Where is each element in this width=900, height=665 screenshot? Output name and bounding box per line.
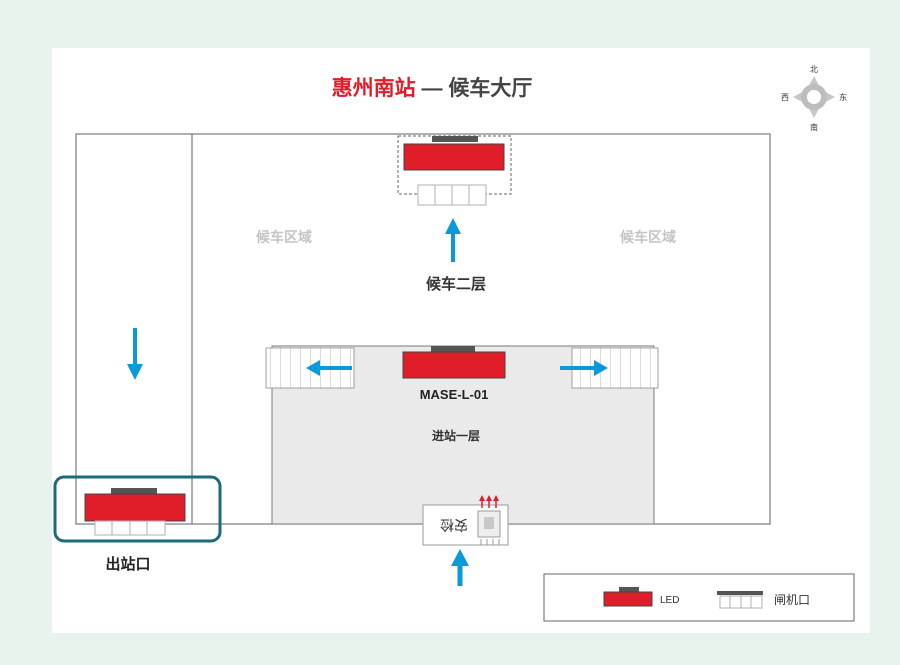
compass-south: 南 bbox=[810, 122, 818, 132]
legend-gate-icon bbox=[717, 591, 763, 609]
exit-label: 出站口 bbox=[105, 555, 150, 573]
security-label: 安检 bbox=[440, 517, 468, 533]
arrow-right-icon bbox=[560, 360, 608, 376]
title-station: 惠州南站 bbox=[332, 76, 416, 100]
first-floor-label: 进站一层 bbox=[432, 428, 480, 443]
arrow-left-icon bbox=[306, 360, 352, 376]
led-screen-exit bbox=[84, 488, 186, 536]
led-screen-main bbox=[402, 346, 506, 379]
compass-icon: 北 南 东 西 bbox=[781, 65, 847, 132]
compass-west: 西 bbox=[781, 93, 789, 102]
arrow-down-icon bbox=[127, 328, 143, 380]
waiting-area-right-label: 候车区域 bbox=[620, 229, 676, 245]
exit-highlight-frame bbox=[53, 475, 222, 543]
compass-north: 北 bbox=[810, 65, 818, 74]
waiting-area-left-label: 候车区域 bbox=[256, 229, 312, 245]
red-arrows-icon bbox=[479, 495, 499, 508]
security-checkpoint: 安检 bbox=[422, 504, 509, 546]
led-screen-top bbox=[403, 136, 505, 171]
title-separator: — bbox=[416, 77, 449, 100]
legend-led-icon bbox=[603, 587, 653, 607]
second-floor-label: 候车二层 bbox=[426, 275, 486, 293]
legend-led-label: LED bbox=[660, 595, 679, 606]
legend-gate-label: 闸机口 bbox=[774, 593, 810, 607]
arrow-up-icon bbox=[445, 218, 461, 262]
led-id-label: MASE-L-01 bbox=[420, 387, 489, 402]
legend-box bbox=[543, 573, 855, 622]
gate-top bbox=[417, 184, 487, 206]
compass-east: 东 bbox=[839, 92, 847, 102]
title-hall: 候车大厅 bbox=[448, 76, 532, 100]
map-title: 惠州南站 — 候车大厅 bbox=[332, 76, 533, 100]
entrance-arrow-up-icon bbox=[451, 549, 469, 586]
